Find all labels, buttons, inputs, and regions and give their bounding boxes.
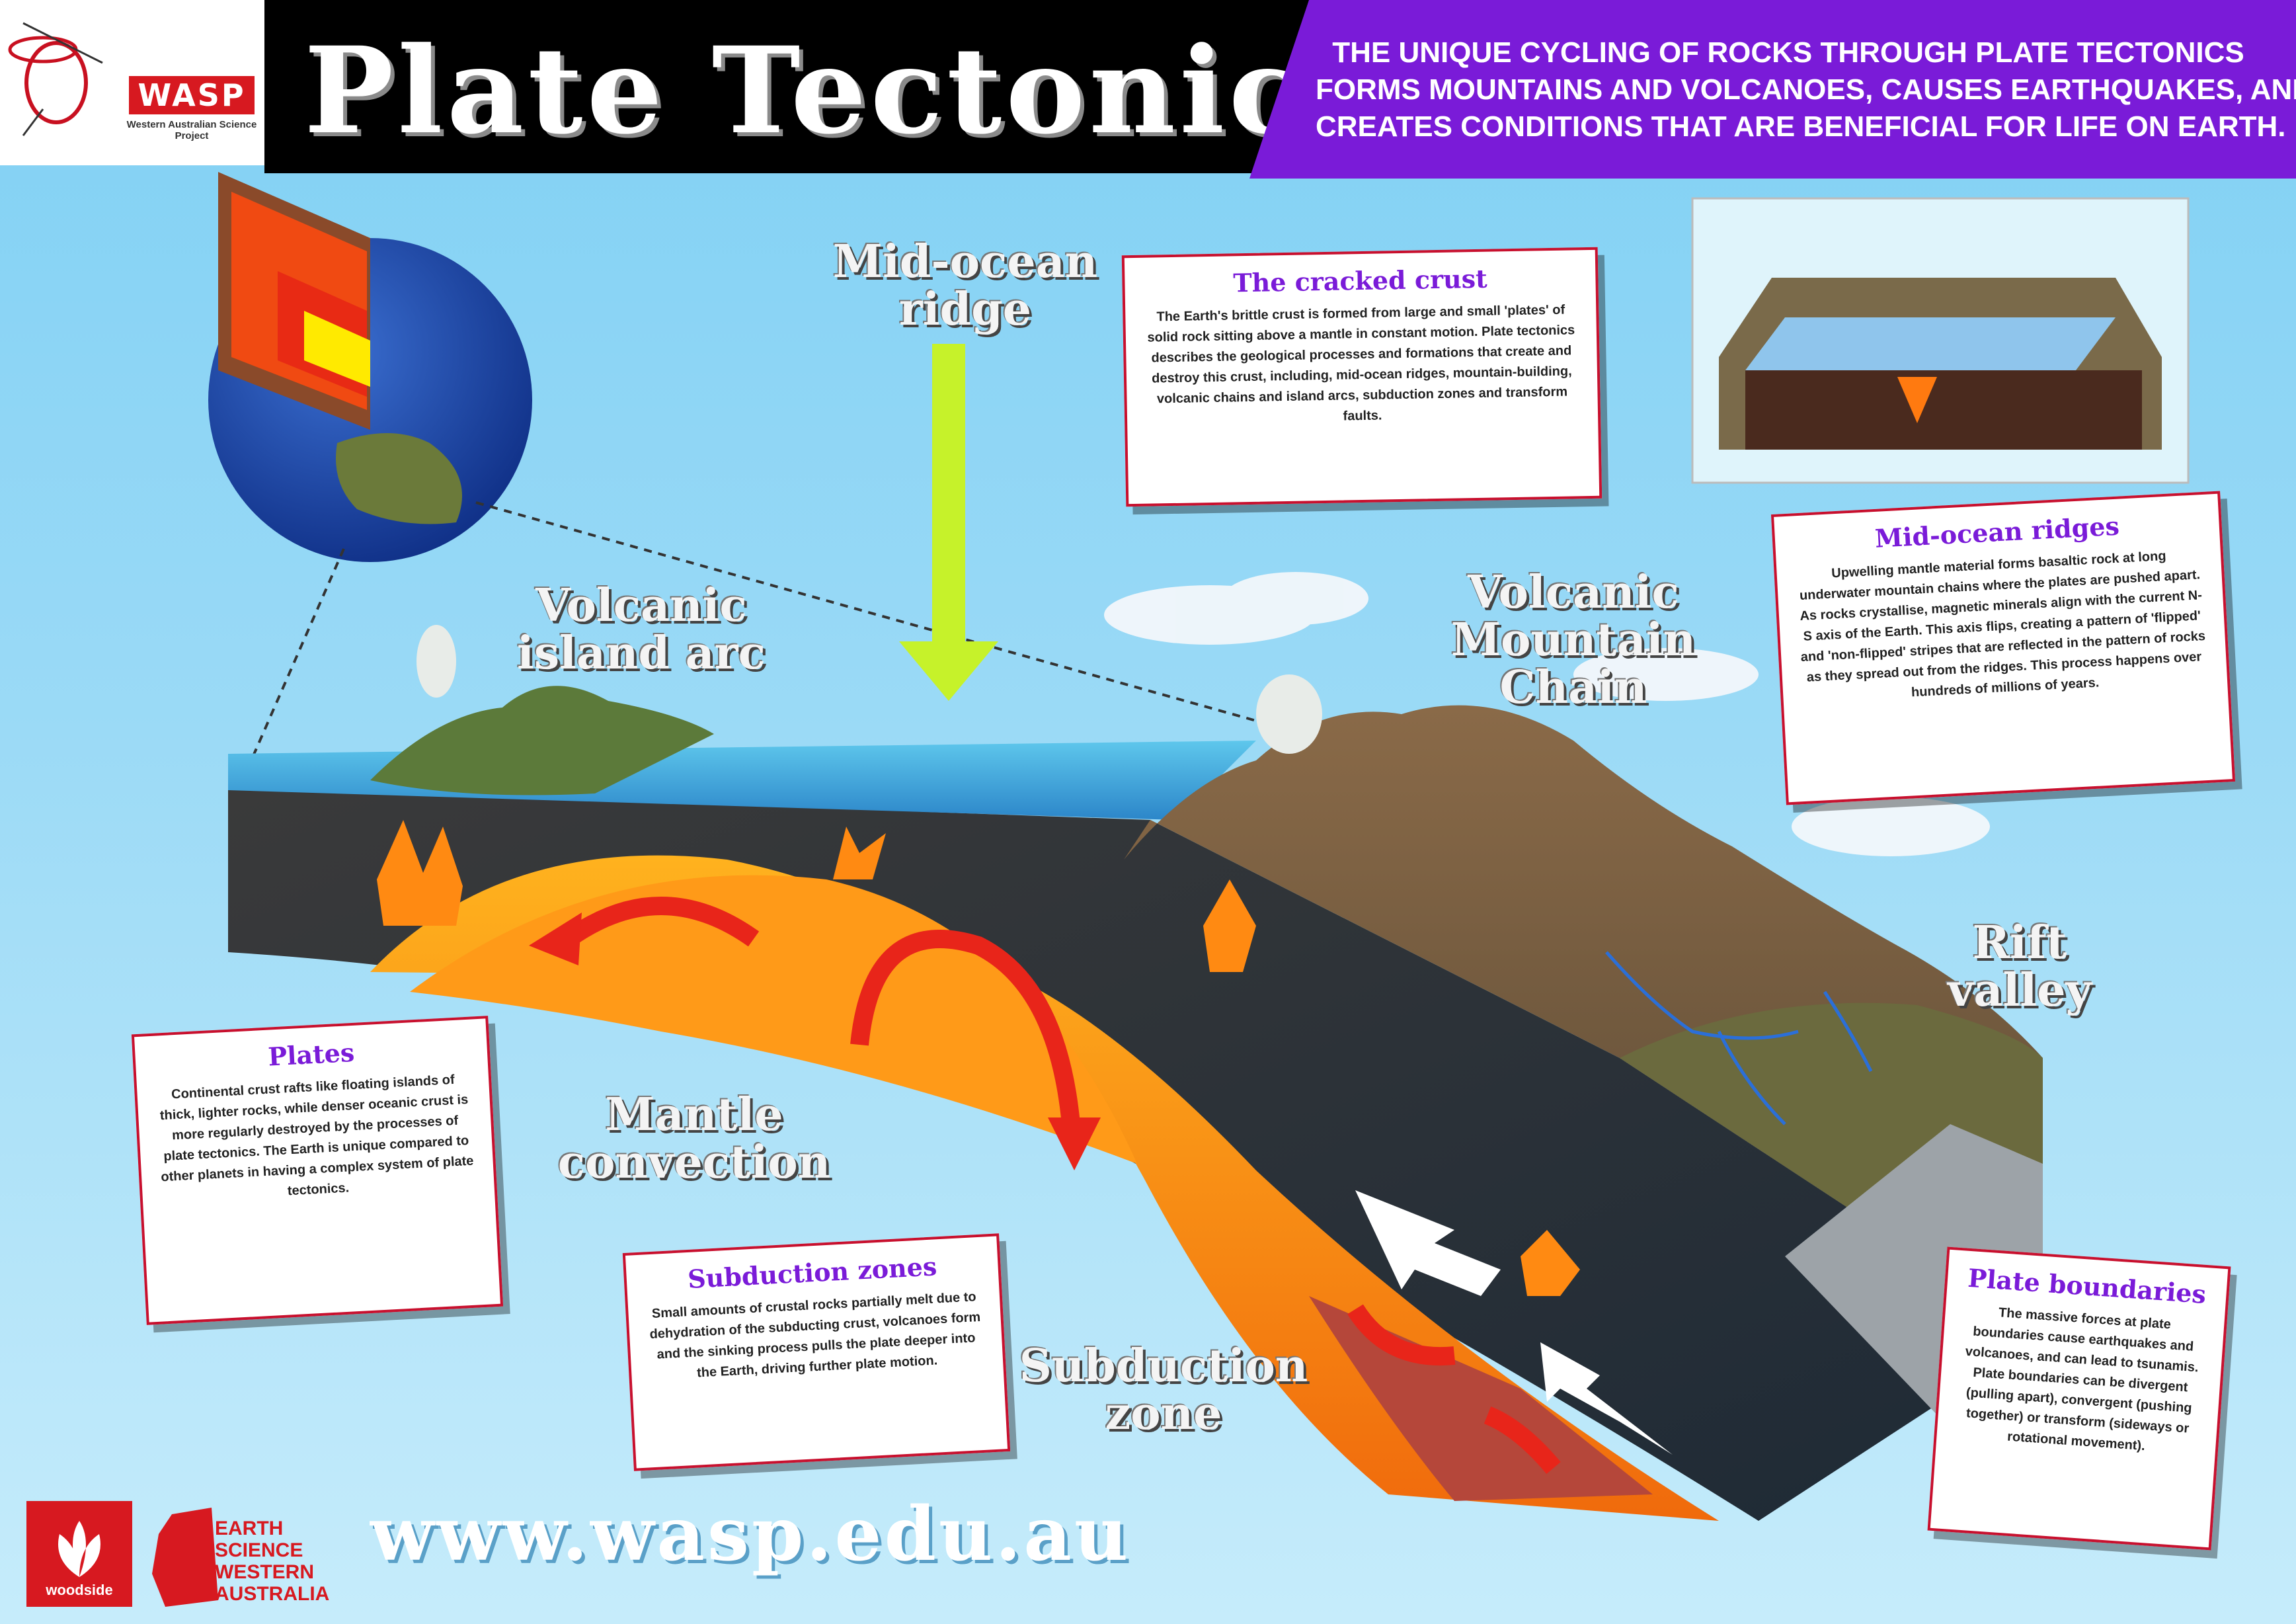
callout-title: The cracked crust [1232, 263, 1487, 298]
callout-plate-boundaries: Plate boundaries The massive forces at p… [1927, 1246, 2231, 1551]
eswa-line: WESTERN [215, 1561, 314, 1583]
page-title: Plate Tectonics [304, 21, 1376, 161]
ridge-inset [1691, 197, 2190, 484]
callout-body: The massive forces at plate boundaries c… [1965, 1305, 2199, 1454]
woodside-leaf-icon [58, 1521, 100, 1577]
label-mid-ocean-ridge: Mid-ocean ridge [832, 235, 1098, 336]
callout-mid-ocean-ridges: Mid-ocean ridges Upwelling mantle materi… [1770, 491, 2236, 805]
ridge-pointer-arrow [899, 344, 998, 701]
label-volcanic-island-arc: Volcanic island arc [517, 579, 766, 680]
eswa-line: EARTH [215, 1518, 284, 1539]
callout-body: The Earth's brittle crust is formed from… [1147, 302, 1575, 424]
eswa-logo-text[interactable]: EARTH SCIENCE WESTERN AUSTRALIA [215, 1518, 329, 1605]
earth-globe [208, 172, 532, 562]
wasp-logo-subtitle: Western Australian Science Project [126, 119, 257, 142]
label-rift-valley: Rift valley [1947, 916, 2092, 1017]
plate-motion-arrows [1355, 1190, 1673, 1455]
label-subduction-zone: Subduction zone [1019, 1340, 1308, 1440]
header: WASP Western Australian Science Project … [0, 0, 2296, 179]
website-link[interactable]: www.wasp.edu.au [370, 1491, 1131, 1578]
label-mantle-convection: Mantle convection [557, 1088, 831, 1189]
tagline-line: CREATES CONDITIONS THAT ARE BENEFICIAL F… [1316, 110, 2286, 143]
woodside-logo-text: woodside [46, 1582, 113, 1598]
tagline-band [1249, 0, 2296, 179]
tagline-line: FORMS MOUNTAINS AND VOLCANOES, CAUSES EA… [1316, 73, 2296, 106]
wasp-logo-text: WASP [129, 76, 255, 114]
callout-cracked-crust: The cracked crust The Earth's brittle cr… [1121, 247, 1603, 507]
clouds [1104, 572, 1990, 856]
callout-body: Continental crust rafts like floating is… [159, 1072, 474, 1199]
wasp-logo[interactable]: WASP Western Australian Science Project [0, 0, 264, 165]
cross-section [228, 625, 2043, 1521]
eswa-line: SCIENCE [215, 1539, 303, 1561]
callout-title: Plates [267, 1037, 356, 1072]
title-band [264, 0, 1322, 173]
eswa-map-icon [152, 1508, 218, 1607]
eswa-line: AUSTRALIA [215, 1583, 330, 1605]
magma-flames [377, 820, 1580, 1296]
callout-plates: Plates Continental crust rafts like floa… [131, 1016, 504, 1325]
label-volcanic-mountain-chain: Volcanic Mountain Chain [1450, 566, 1696, 714]
tagline: THE UNIQUE CYCLING OF ROCKS THROUGH PLAT… [1316, 34, 2296, 145]
callout-body: Upwelling mantle material forms basaltic… [1799, 548, 2206, 700]
woodside-logo[interactable]: woodside [26, 1501, 132, 1607]
tagline-line: THE UNIQUE CYCLING OF ROCKS THROUGH PLAT… [1332, 36, 2244, 69]
convection-arrows [563, 897, 1561, 1474]
callout-subduction-zones: Subduction zones Small amounts of crusta… [622, 1233, 1011, 1471]
callout-body: Small amounts of crustal rocks partially… [649, 1289, 981, 1381]
wasp-insect-icon [8, 22, 103, 136]
